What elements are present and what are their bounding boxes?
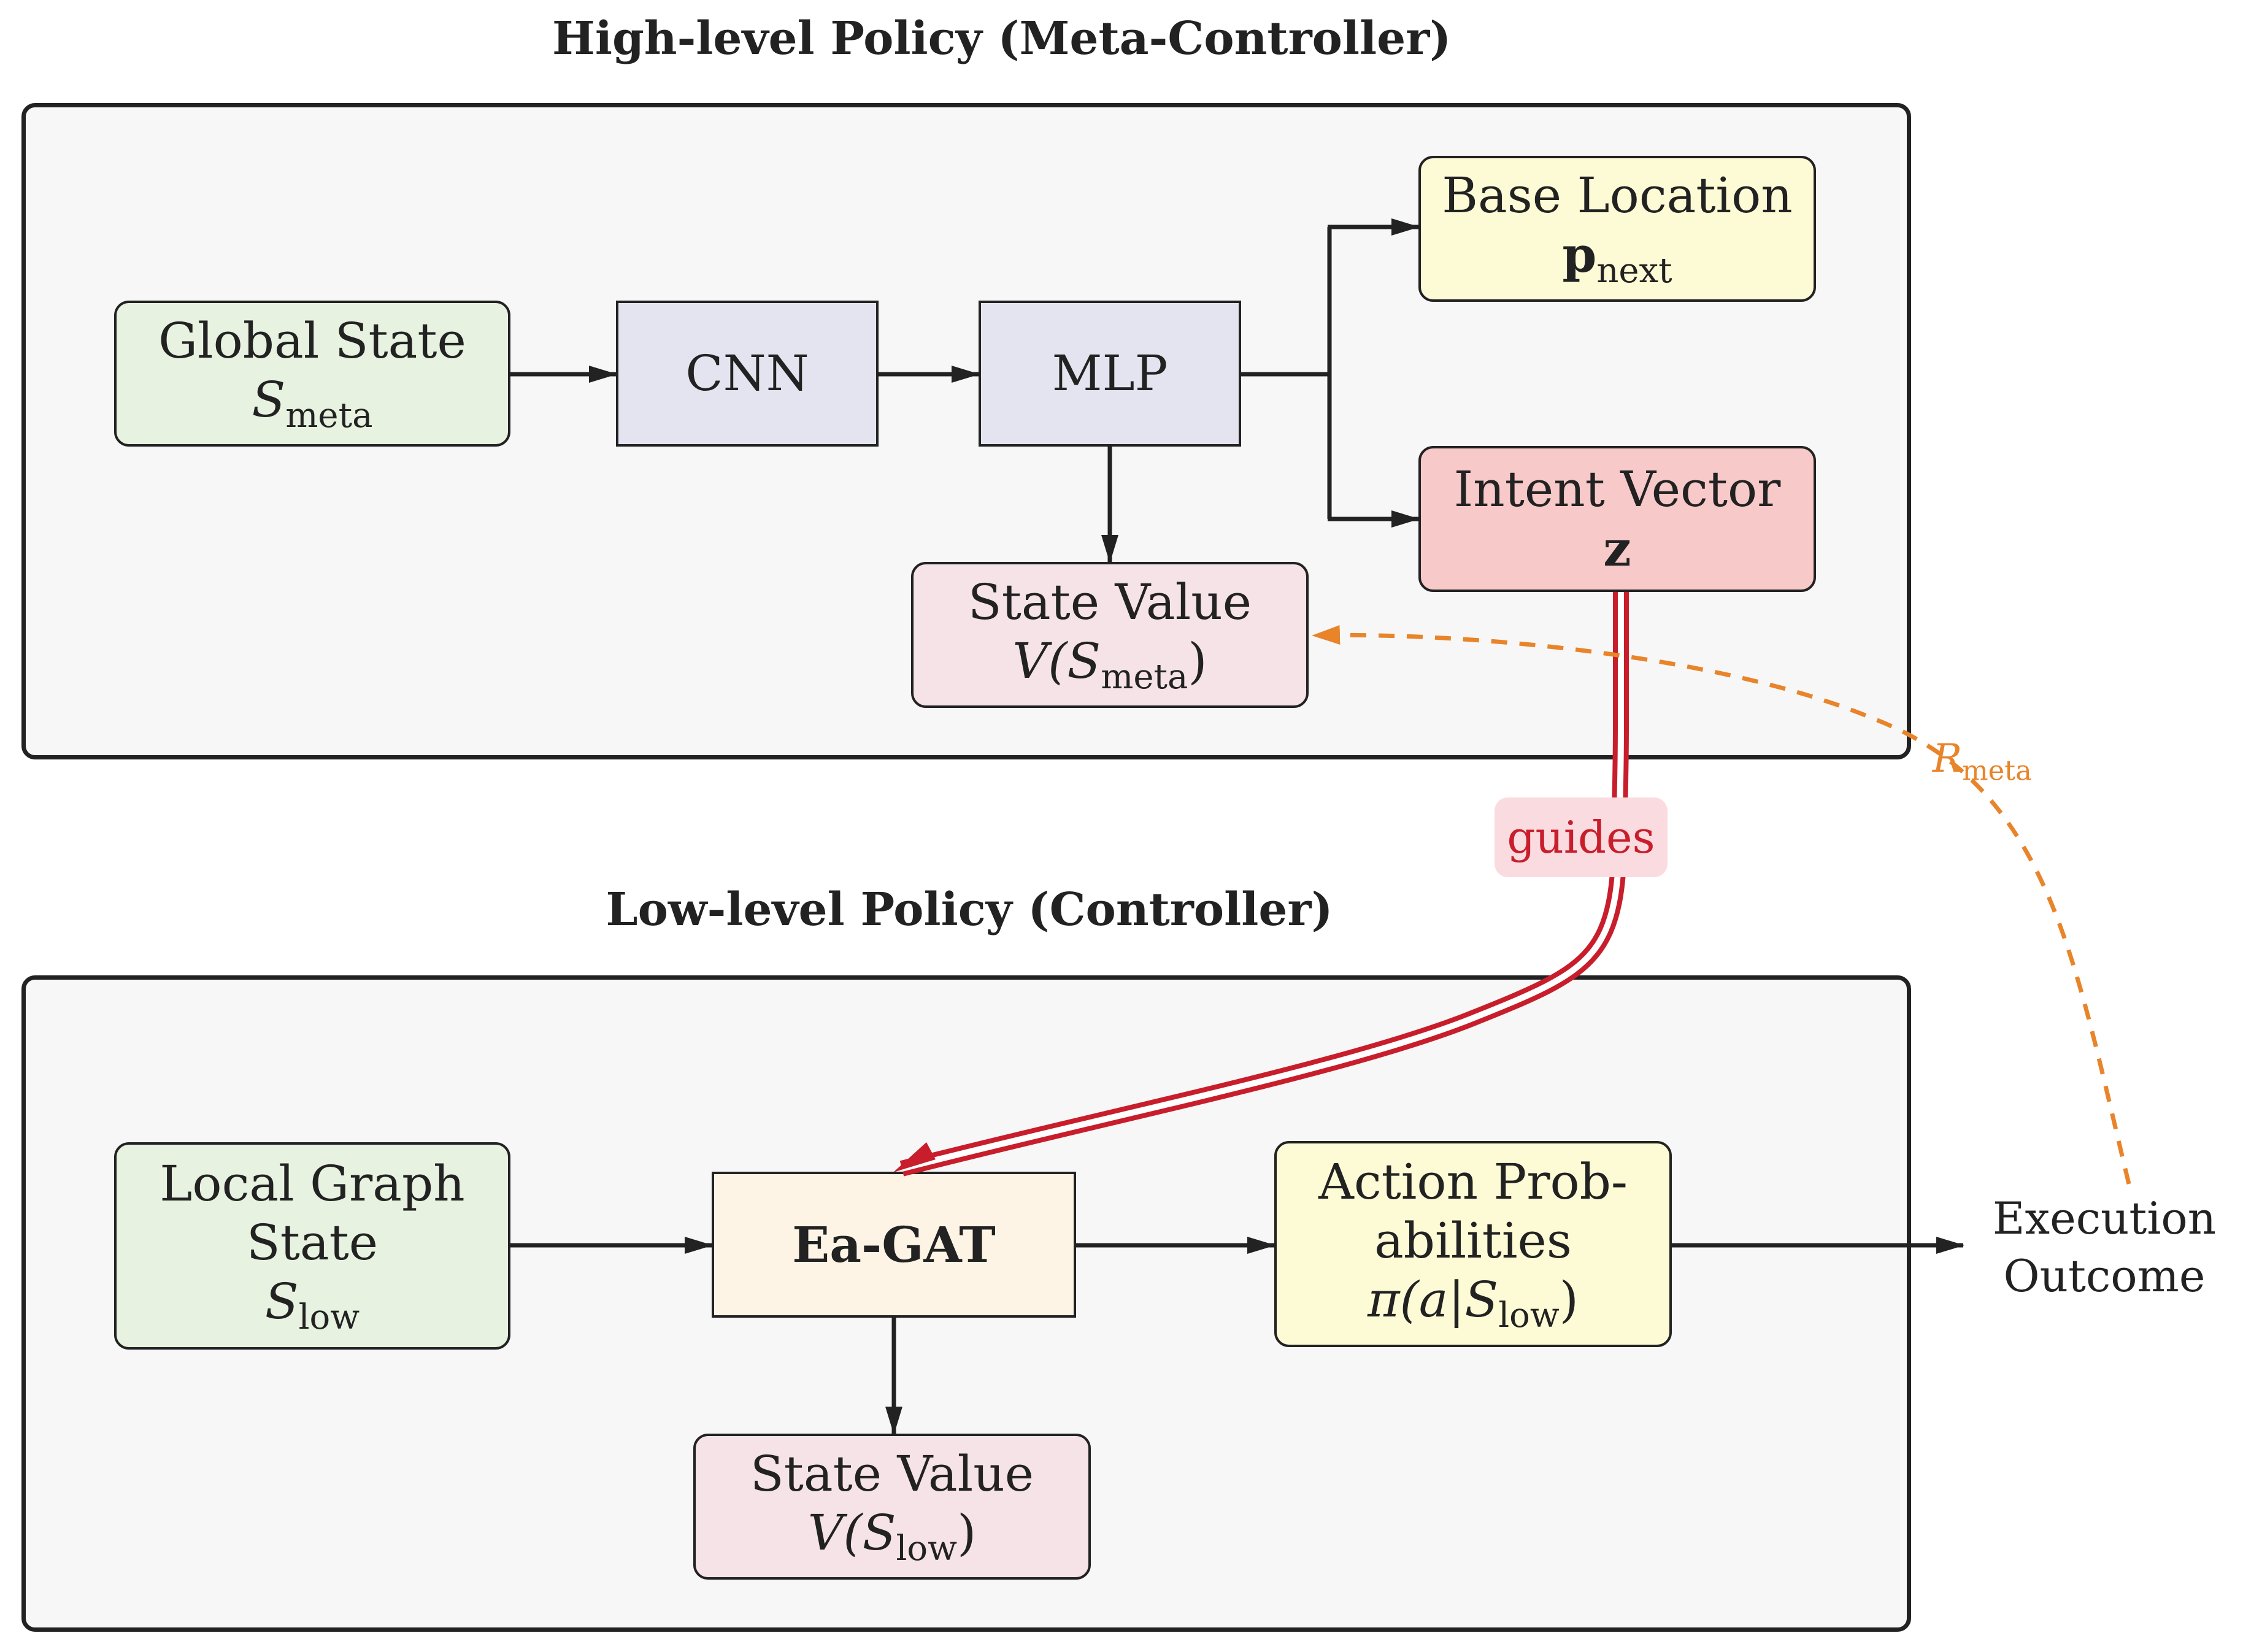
- global-state-box: Global State Smeta: [114, 301, 510, 447]
- state-value-meta-box: State Value V(Smeta): [911, 562, 1309, 708]
- intent-vector-symbol: z: [1603, 520, 1631, 577]
- global-state-label: Global State: [158, 312, 466, 369]
- state-value-low-box: State Value V(Slow): [693, 1434, 1091, 1580]
- state-value-low-expr: V(Slow): [807, 1504, 977, 1569]
- guides-label: guides: [1495, 797, 1668, 877]
- action-probabilities-expr: π(a|Slow): [1367, 1270, 1579, 1335]
- cnn-label: CNN: [685, 345, 809, 402]
- intent-vector-label: Intent Vector: [1453, 461, 1781, 518]
- state-value-meta-label: State Value: [968, 573, 1252, 631]
- local-graph-state-line1: Local Graph: [160, 1154, 465, 1212]
- guides-connector: [893, 592, 1629, 1177]
- reward-dashed-curve: [1312, 624, 2131, 1185]
- base-location-box: Base Location pnext: [1418, 156, 1816, 302]
- high-level-title: High-level Policy (Meta-Controller): [552, 12, 1452, 65]
- low-level-title: Low-level Policy (Controller): [606, 883, 1333, 936]
- action-probabilities-box: Action Prob- abilities π(a|Slow): [1274, 1141, 1672, 1347]
- state-value-meta-expr: V(Smeta): [1012, 632, 1207, 697]
- ea-gat-label: Ea-GAT: [792, 1216, 996, 1274]
- cnn-box: CNN: [616, 301, 879, 447]
- guides-arrowhead: [893, 1142, 936, 1172]
- mlp-box: MLP: [979, 301, 1241, 447]
- execution-outcome-line2: Outcome: [2003, 1250, 2206, 1302]
- global-state-symbol: Smeta: [252, 371, 373, 436]
- action-probabilities-line1: Action Prob-: [1318, 1153, 1628, 1210]
- execution-outcome: Execution Outcome: [1976, 1190, 2233, 1305]
- reward-label: Rmeta: [1933, 736, 2032, 787]
- ea-gat-box: Ea-GAT: [712, 1172, 1076, 1318]
- state-value-low-label: State Value: [750, 1445, 1034, 1502]
- base-location-symbol: pnext: [1562, 226, 1672, 291]
- intent-vector-box: Intent Vector z: [1418, 446, 1816, 592]
- execution-outcome-line1: Execution: [1992, 1193, 2217, 1244]
- mlp-label: MLP: [1052, 345, 1168, 402]
- local-graph-state-box: Local Graph State Slow: [114, 1142, 510, 1350]
- base-location-label: Base Location: [1442, 167, 1793, 224]
- action-probabilities-line2: abilities: [1374, 1212, 1572, 1269]
- guides-line-inner: [901, 592, 1624, 1172]
- local-graph-state-line2: State: [246, 1213, 379, 1271]
- local-graph-state-symbol: Slow: [264, 1272, 360, 1337]
